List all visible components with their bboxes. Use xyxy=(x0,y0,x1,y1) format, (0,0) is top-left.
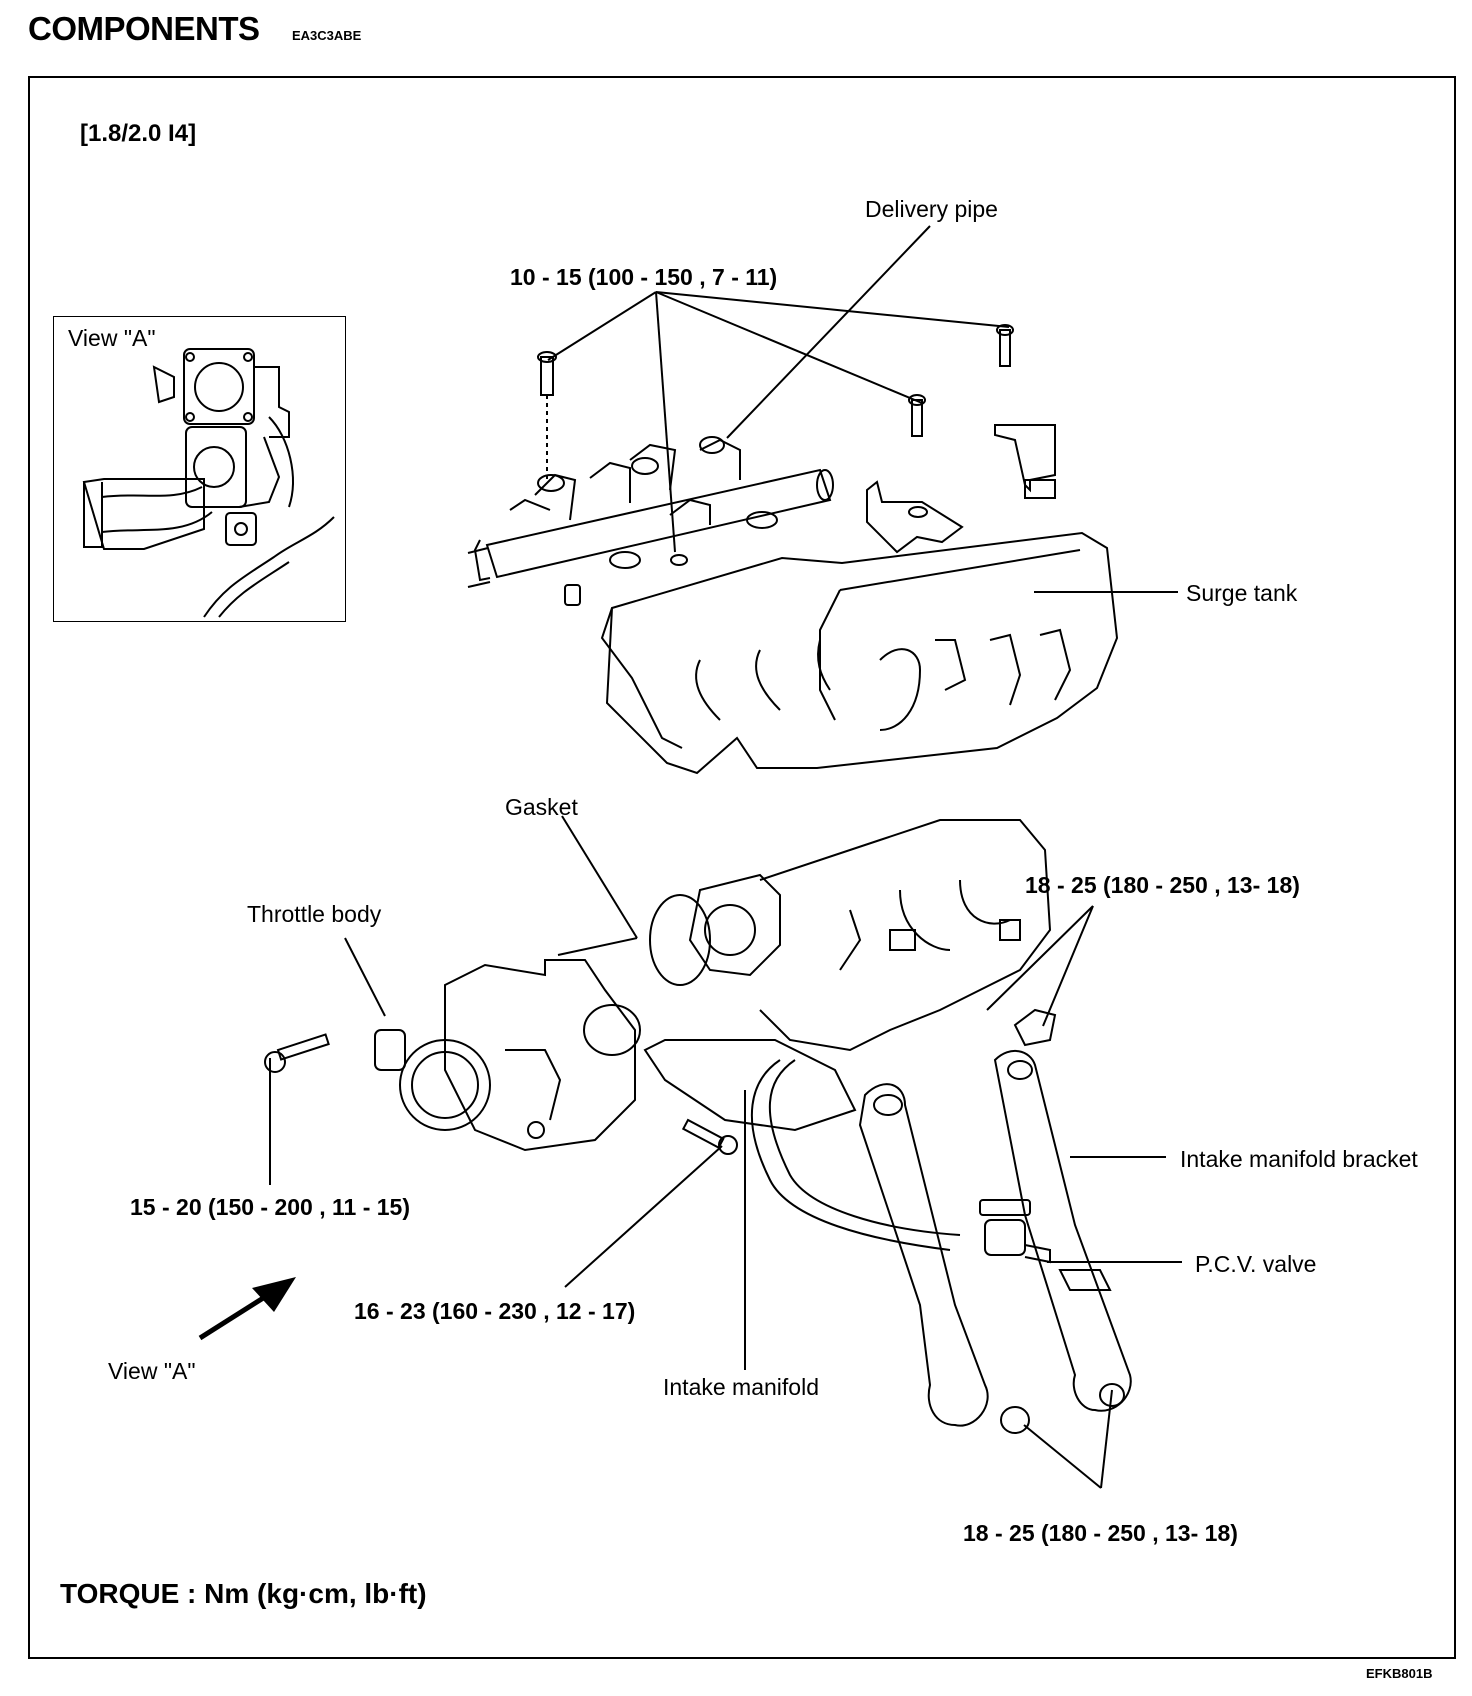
delivery-pipe-torque: 10 - 15 (100 - 150 , 7 - 11) xyxy=(510,264,778,290)
delivery-pipe-leader xyxy=(726,225,931,439)
diagram-frame xyxy=(28,76,1456,1659)
leader-lines xyxy=(269,225,1182,1489)
bracket-lower-torque: 18 - 25 (180 - 250 , 13- 18) xyxy=(963,1520,1238,1546)
intake-manifold-label: Intake manifold xyxy=(663,1374,819,1400)
delivery-pipe-label: Delivery pipe xyxy=(865,196,998,222)
throttle-body-bolt-torque: 15 - 20 (150 - 200 , 11 - 15) xyxy=(130,1194,411,1220)
pcv-valve-label: P.C.V. valve xyxy=(1195,1251,1317,1277)
intake-manifold-drawing xyxy=(264,819,1132,1434)
section-code: EA3C3ABE xyxy=(292,28,362,43)
inset-drawing xyxy=(82,348,335,618)
figure-id: EFKB801B xyxy=(1366,1666,1433,1681)
bracket-upper-torque: 18 - 25 (180 - 250 , 13- 18) xyxy=(1025,872,1300,898)
throttle-body-leader xyxy=(344,937,386,1017)
manifold-bolt-torque: 16 - 23 (160 - 230 , 12 - 17) xyxy=(354,1298,636,1324)
view-a-arrow xyxy=(198,1277,296,1341)
view-a-inset: View "A" xyxy=(53,316,346,622)
page-title: COMPONENTS xyxy=(28,10,260,47)
torque-units: TORQUE : Nm (kg·cm, lb·ft) xyxy=(60,1578,427,1609)
inset-title: View "A" xyxy=(68,325,156,351)
delivery-pipe-drawing xyxy=(467,324,1056,606)
gasket-leader xyxy=(561,815,638,939)
gasket-label: Gasket xyxy=(505,794,578,820)
intake-manifold-bracket-label: Intake manifold bracket xyxy=(1180,1146,1418,1172)
view-a-label: View "A" xyxy=(108,1358,196,1384)
surge-tank-label: Surge tank xyxy=(1186,580,1298,606)
surge-tank-drawing xyxy=(600,531,1119,775)
engine-variant-label: [1.8/2.0 I4] xyxy=(80,120,197,147)
throttle-body-label: Throttle body xyxy=(247,901,382,927)
